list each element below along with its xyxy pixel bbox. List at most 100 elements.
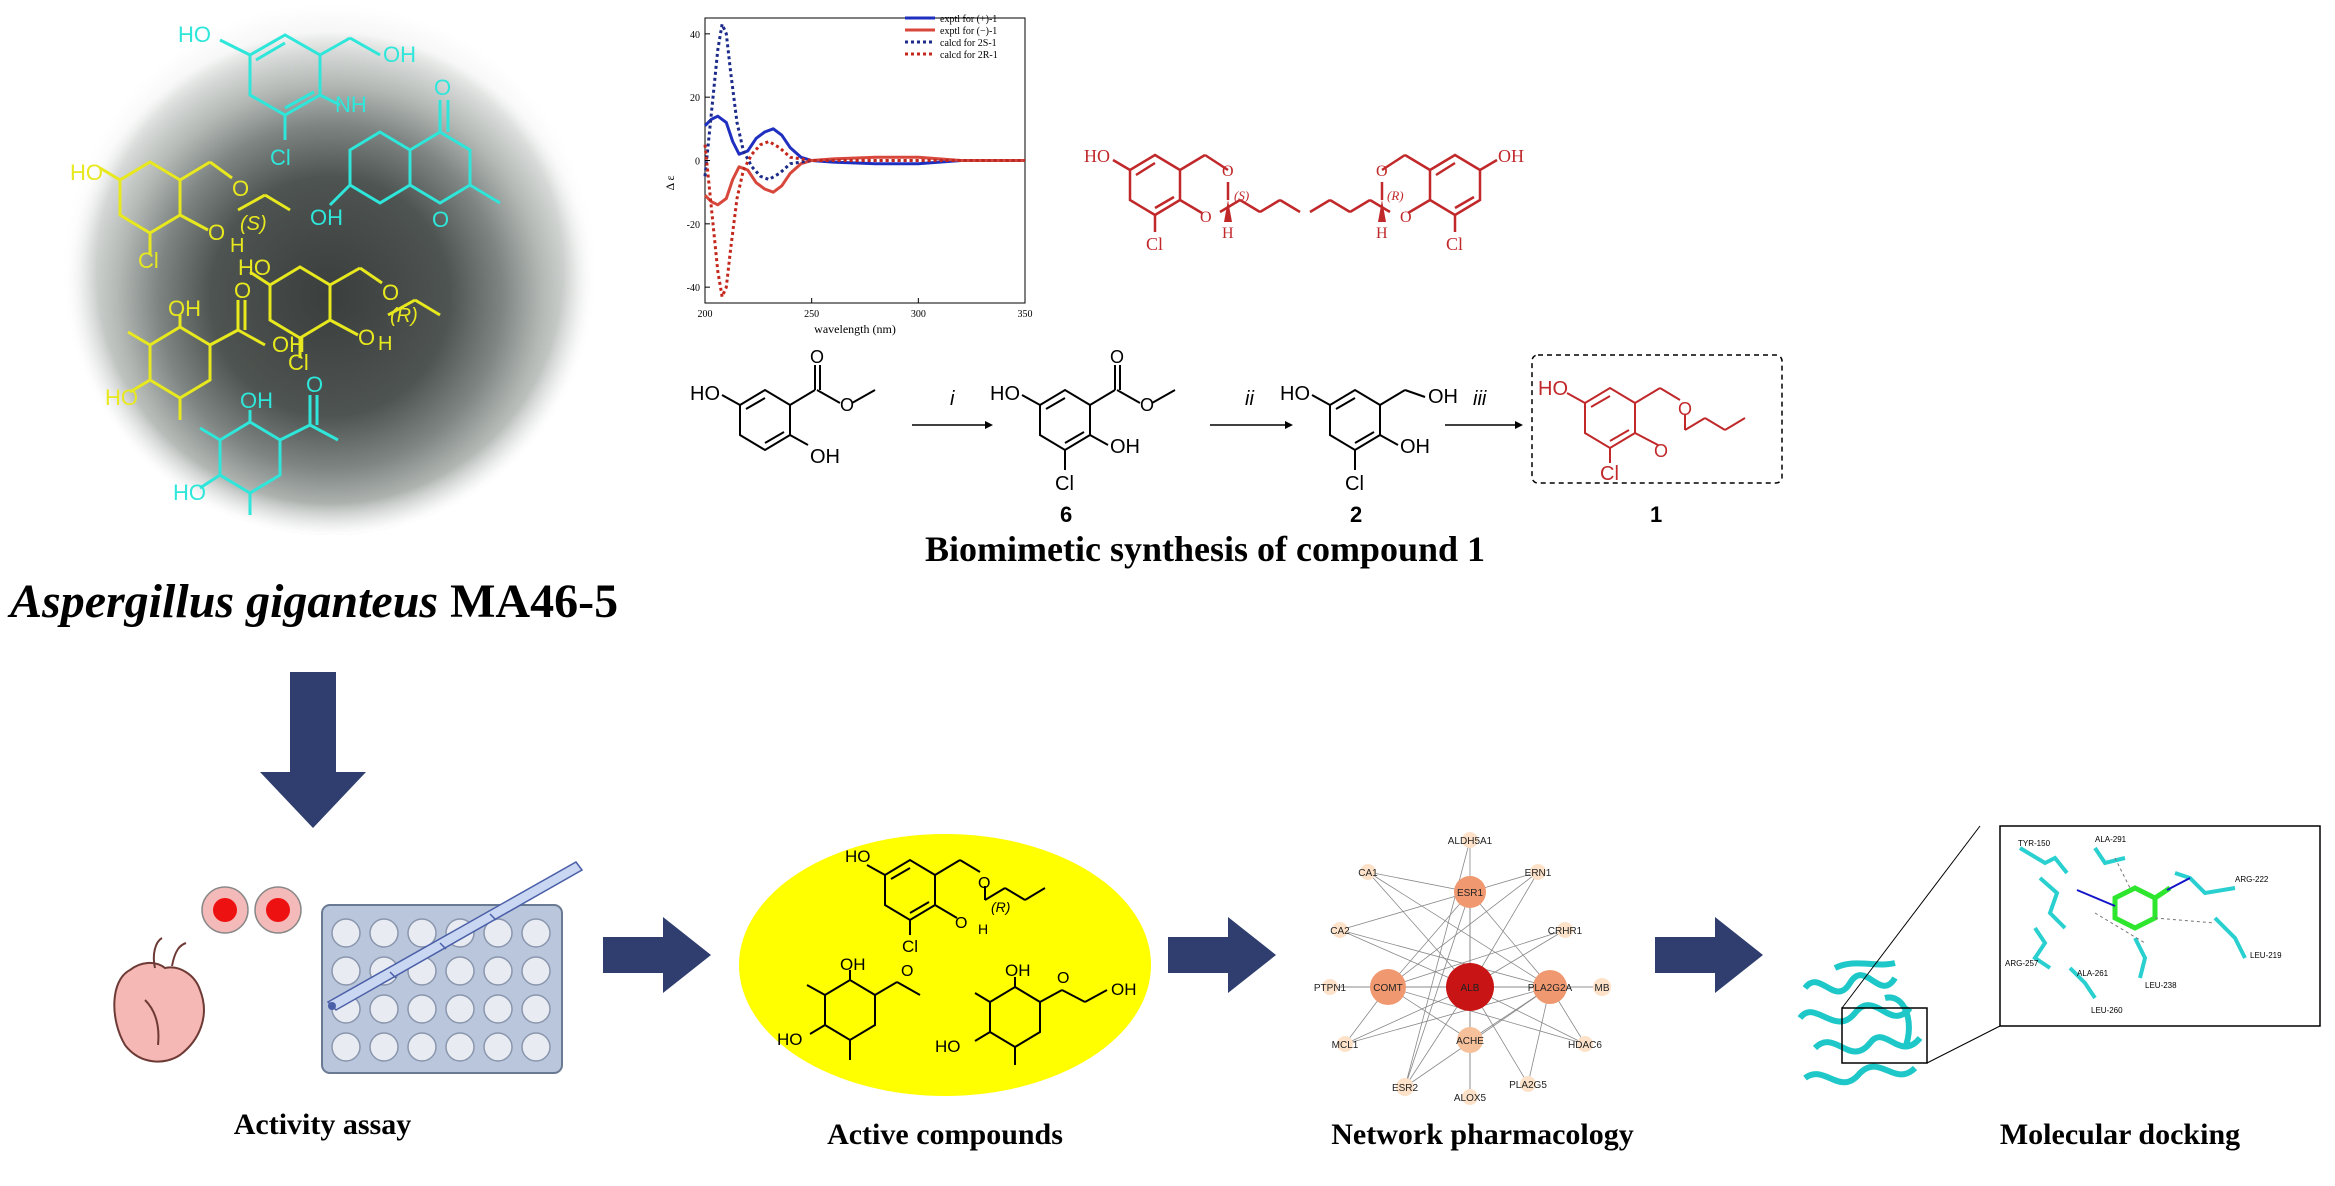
enantR-o1: O [1376, 163, 1388, 180]
enantR-o2: O [1400, 209, 1412, 226]
res-arg257: ARG-257 [2005, 959, 2039, 968]
residue-sticks [2018, 846, 2247, 1000]
c6-cl: Cl [1055, 473, 1074, 495]
c2-ho: HO [1280, 383, 1310, 405]
network-node-esr1 [1454, 876, 1486, 908]
cyan-acetophenone-structure [199, 395, 339, 515]
res-tyr150: TYR-150 [2018, 839, 2051, 848]
well [369, 918, 399, 948]
start-material-structure [721, 365, 876, 452]
network-edge [1367, 871, 1471, 893]
yellowS-ho: HO [70, 160, 103, 185]
network-node-label: PLA2G5 [1509, 1080, 1547, 1091]
cd-xtick-1: 250 [804, 309, 819, 320]
cd-ytick-0: 40 [690, 30, 700, 41]
molecular-docking-panel: TYR-150 ALA-291 ARG-222 ARG-257 ALA-261 … [1797, 825, 2321, 1086]
petri-dish-panel: HO OH NH Cl O O OH HO O O (S) H Cl [65, 5, 595, 535]
network-node-label: PLA2G2A [1528, 983, 1573, 994]
network-edge [1344, 986, 1551, 1045]
cd-legend-label-1: exptl for (−)-1 [940, 26, 997, 37]
start-oh: OH [810, 446, 840, 468]
network-node-label: MB [1595, 983, 1610, 994]
yellowS-o1: O [232, 176, 249, 201]
res-ala291: ALA-291 [2095, 835, 2127, 844]
activeR-stereo: (R) [991, 899, 1010, 915]
network-node-ache [1457, 1027, 1483, 1053]
enantR-stereo: (R) [1387, 188, 1404, 203]
well [407, 918, 437, 948]
c1-o1: O [1678, 399, 1692, 419]
network-node-ptpn1 [1322, 979, 1338, 995]
well [369, 994, 399, 1024]
network-node-label: ACHE [1456, 1036, 1484, 1047]
yellowR-h: H [378, 333, 392, 355]
well [521, 918, 551, 948]
step-ii: ii [1245, 388, 1254, 410]
step-iii: iii [1473, 388, 1487, 410]
network-node-mcl1 [1337, 1036, 1353, 1052]
c6-oh: OH [1110, 436, 1140, 458]
well [483, 956, 513, 986]
yellowR-cl: Cl [288, 350, 309, 375]
network-node-label: HDAC6 [1568, 1040, 1602, 1051]
network-edge [1387, 929, 1566, 988]
network-node-label: CA2 [1330, 926, 1350, 937]
caption-activity-assay: Activity assay [233, 1108, 412, 1141]
network-node-ern1 [1530, 864, 1546, 880]
compound-2-structure [1311, 388, 1426, 470]
network-node-alox5 [1462, 1089, 1478, 1105]
synthesis-scheme: HO O O OH i HO O O OH Cl 6 ii HO OH O [690, 347, 1783, 527]
cd-legend-label-3: calcd for 2R-1 [940, 50, 998, 61]
c2-ch2oh: OH [1428, 386, 1458, 408]
network-node-mb [1593, 978, 1611, 996]
activeAce-o: O [901, 963, 913, 980]
heart-icon [113, 937, 205, 1063]
compound-1-box [1531, 354, 1783, 484]
start-o: O [810, 347, 824, 367]
docking-inset [1999, 825, 2321, 1027]
network-node-aldh5a1 [1462, 832, 1478, 848]
activeR-o2: O [955, 915, 967, 932]
yellowS-o2: O [208, 220, 225, 245]
yellowS-cl: Cl [138, 248, 159, 273]
network-edge [1469, 891, 1551, 988]
protein-ribbon [1797, 960, 1923, 1086]
c1-cl: Cl [1600, 463, 1619, 485]
cyan-chromone-structure [328, 100, 501, 207]
caption-molecular-docking: Molecular docking [1999, 1118, 2241, 1151]
cd-xlabel: wavelength (nm) [814, 322, 896, 336]
network-node-hdac6 [1577, 1036, 1593, 1052]
ace-oh: OH [240, 388, 273, 413]
c6-ome: O [1140, 395, 1154, 415]
network-node-label: CA1 [1358, 868, 1378, 879]
res-leu260: LEU-260 [2091, 1006, 2123, 1015]
res-leu219: LEU-219 [2250, 951, 2282, 960]
pipette-icon [326, 861, 584, 1011]
enantL-h: H [1222, 225, 1234, 242]
c6-ho: HO [990, 383, 1020, 405]
organism-label: Aspergillus giganteus MA46-5 [10, 574, 618, 629]
active-compounds-ellipse [739, 834, 1151, 1096]
yellow-ketol-structure [127, 300, 266, 420]
network-edge [1404, 891, 1471, 1088]
network-edge [1367, 871, 1471, 988]
right-arrow-3 [1655, 917, 1763, 993]
network-node-label: ALB [1461, 983, 1480, 994]
network-node-alb [1446, 963, 1494, 1011]
ketol-o: O [234, 278, 251, 303]
network-node-label: ALOX5 [1454, 1093, 1487, 1104]
network-edge [1339, 891, 1471, 931]
yellow-S-structure [99, 160, 291, 255]
yellowR-stereo: (R) [390, 305, 418, 327]
activeR-h: H [978, 921, 988, 937]
activeKetol-o: O [1057, 970, 1069, 987]
cd-legend-label-2: calcd for 2S-1 [940, 38, 997, 49]
activeKetol-oh1: OH [1005, 961, 1031, 980]
start-ho: HO [690, 383, 720, 405]
network-edge [1367, 871, 1551, 988]
enantR-h: H [1376, 225, 1388, 242]
well [331, 918, 361, 948]
well [483, 994, 513, 1024]
